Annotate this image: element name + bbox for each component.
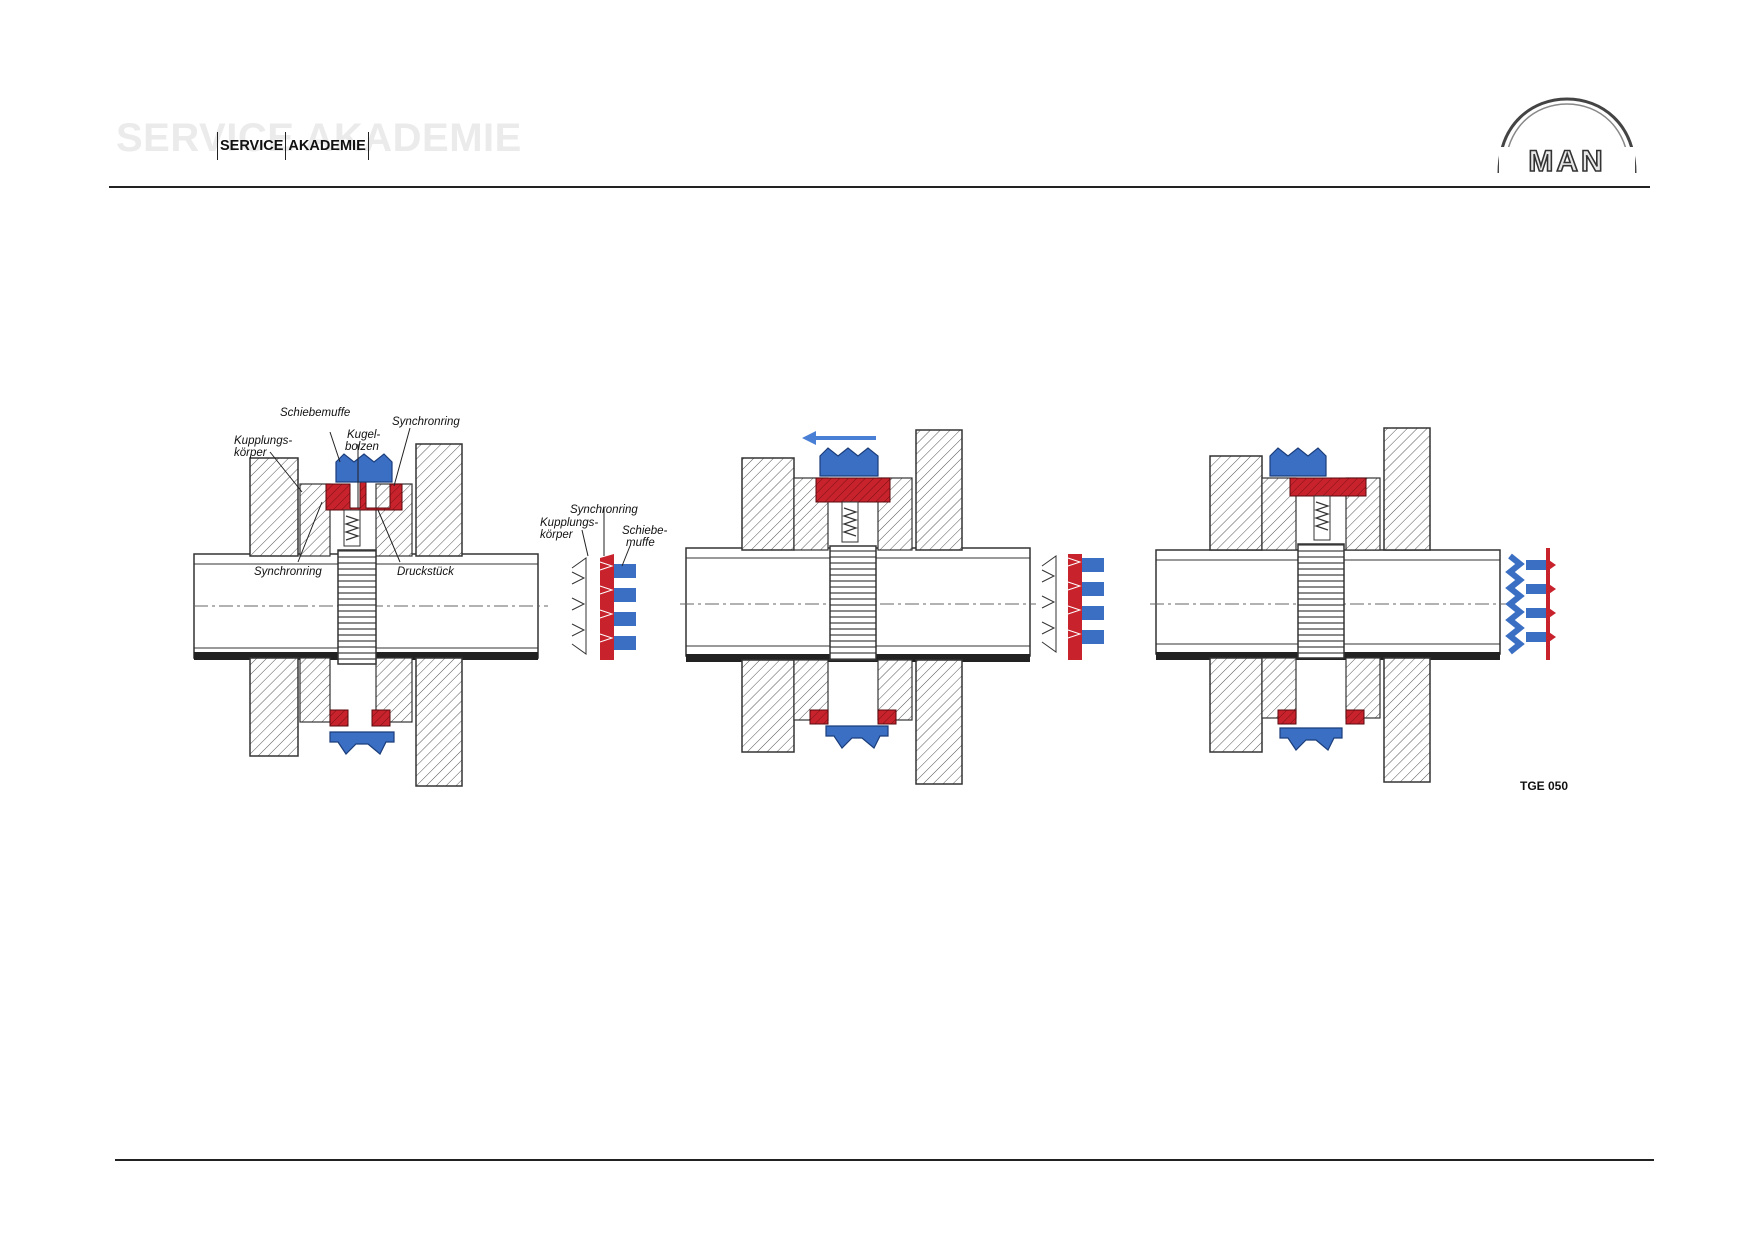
brand-akademie: AKADEMIE [288, 138, 366, 154]
detail-label-kupplungs-1: Kupplungs- [540, 517, 598, 529]
footer-rule [115, 1159, 1654, 1161]
label-kugelbolzen-2: bolzen [345, 441, 379, 453]
shift-direction-arrow-icon [802, 431, 816, 445]
assembly-neutral: Schiebemuffe Synchronring Kugel- bolzen … [193, 407, 548, 787]
brand-separator [367, 132, 369, 160]
label-druckstueck: Druckstück [397, 566, 455, 578]
assembly-engaged [1150, 427, 1506, 783]
label-synchronring-left: Synchronring [254, 566, 322, 578]
page-header: SERVICE AKADEMIE SERVICE AKADEMIE MAN [0, 0, 1754, 200]
detail-label-schiebe-1: Schiebe- [622, 525, 668, 537]
brand-service: SERVICE [220, 138, 284, 154]
label-kupplungskoerper-2: körper [234, 447, 268, 459]
label-kupplungskoerper-1: Kupplungs- [234, 435, 292, 447]
label-kugelbolzen-1: Kugel- [347, 429, 380, 441]
detail-label-synchronring: Synchronring [570, 504, 638, 516]
synchronizer-diagram: Schiebemuffe Synchronring Kugel- bolzen … [193, 407, 1568, 793]
man-logo: MAN [1497, 97, 1637, 179]
label-synchronring-top: Synchronring [392, 416, 460, 428]
logo-text: MAN [1528, 145, 1605, 178]
brand-separator [217, 132, 218, 160]
detail-label-schiebe-2: muffe [626, 537, 655, 549]
assembly-synchronizing [680, 429, 1036, 785]
label-schiebemuffe: Schiebemuffe [280, 407, 350, 419]
detail-neutral: Synchronring Kupplungs- körper Schiebe- … [540, 504, 668, 660]
figure-code: TGE 050 [1520, 779, 1568, 793]
brand-wordmark: SERVICE AKADEMIE [217, 132, 369, 160]
detail-synchronizing [1041, 554, 1104, 660]
header-rule [109, 186, 1650, 188]
detail-engaged [1505, 548, 1556, 660]
watermark-text: SERVICE AKADEMIE [116, 116, 522, 160]
brand-separator [285, 132, 287, 160]
detail-label-kupplungs-2: körper [540, 529, 574, 541]
